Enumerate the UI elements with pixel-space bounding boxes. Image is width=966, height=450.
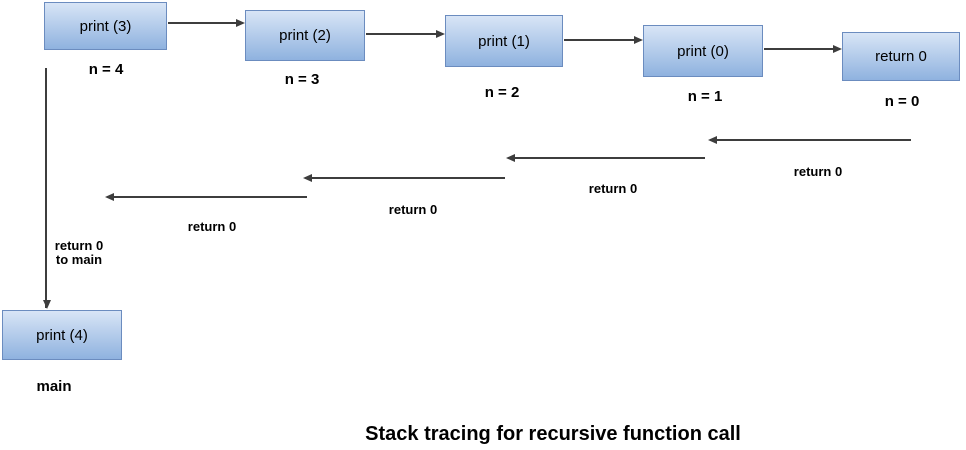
var-label-n3: n = 3	[284, 71, 320, 88]
main-caption: main	[36, 378, 72, 395]
return-to-main-line2: to main	[55, 252, 103, 267]
return-to-main-arrow-icon	[43, 68, 51, 309]
var-label-n1: n = 1	[687, 88, 723, 105]
return-label-1: return 0	[793, 164, 843, 179]
call-arrow-icon-3	[564, 36, 643, 44]
return-label-2: return 0	[588, 181, 638, 196]
return-arrow-icon-2	[506, 154, 705, 162]
call-box-return-0: return 0	[842, 32, 960, 81]
return-to-main-label: return 0 to main	[47, 239, 111, 267]
call-box-print-2: print (2)	[245, 10, 365, 61]
call-arrow-icon-4	[764, 45, 842, 53]
call-arrow-icon-2	[366, 30, 445, 38]
var-label-n4: n = 4	[88, 61, 124, 78]
call-box-print-1: print (1)	[445, 15, 563, 67]
call-box-print-3: print (3)	[44, 2, 167, 50]
return-arrow-icon-4	[105, 193, 307, 201]
var-label-n0: n = 0	[884, 93, 920, 110]
return-arrow-icon-3	[303, 174, 505, 182]
main-box-print-4: print (4)	[2, 310, 122, 360]
return-label-3: return 0	[388, 202, 438, 217]
return-to-main-line1: return 0	[54, 238, 104, 253]
call-box-print-0: print (0)	[643, 25, 763, 77]
return-label-4: return 0	[187, 219, 237, 234]
var-label-n2: n = 2	[484, 84, 520, 101]
diagram-title: Stack tracing for recursive function cal…	[365, 423, 741, 445]
return-arrow-icon-1	[708, 136, 911, 144]
call-arrow-icon-1	[168, 19, 245, 27]
